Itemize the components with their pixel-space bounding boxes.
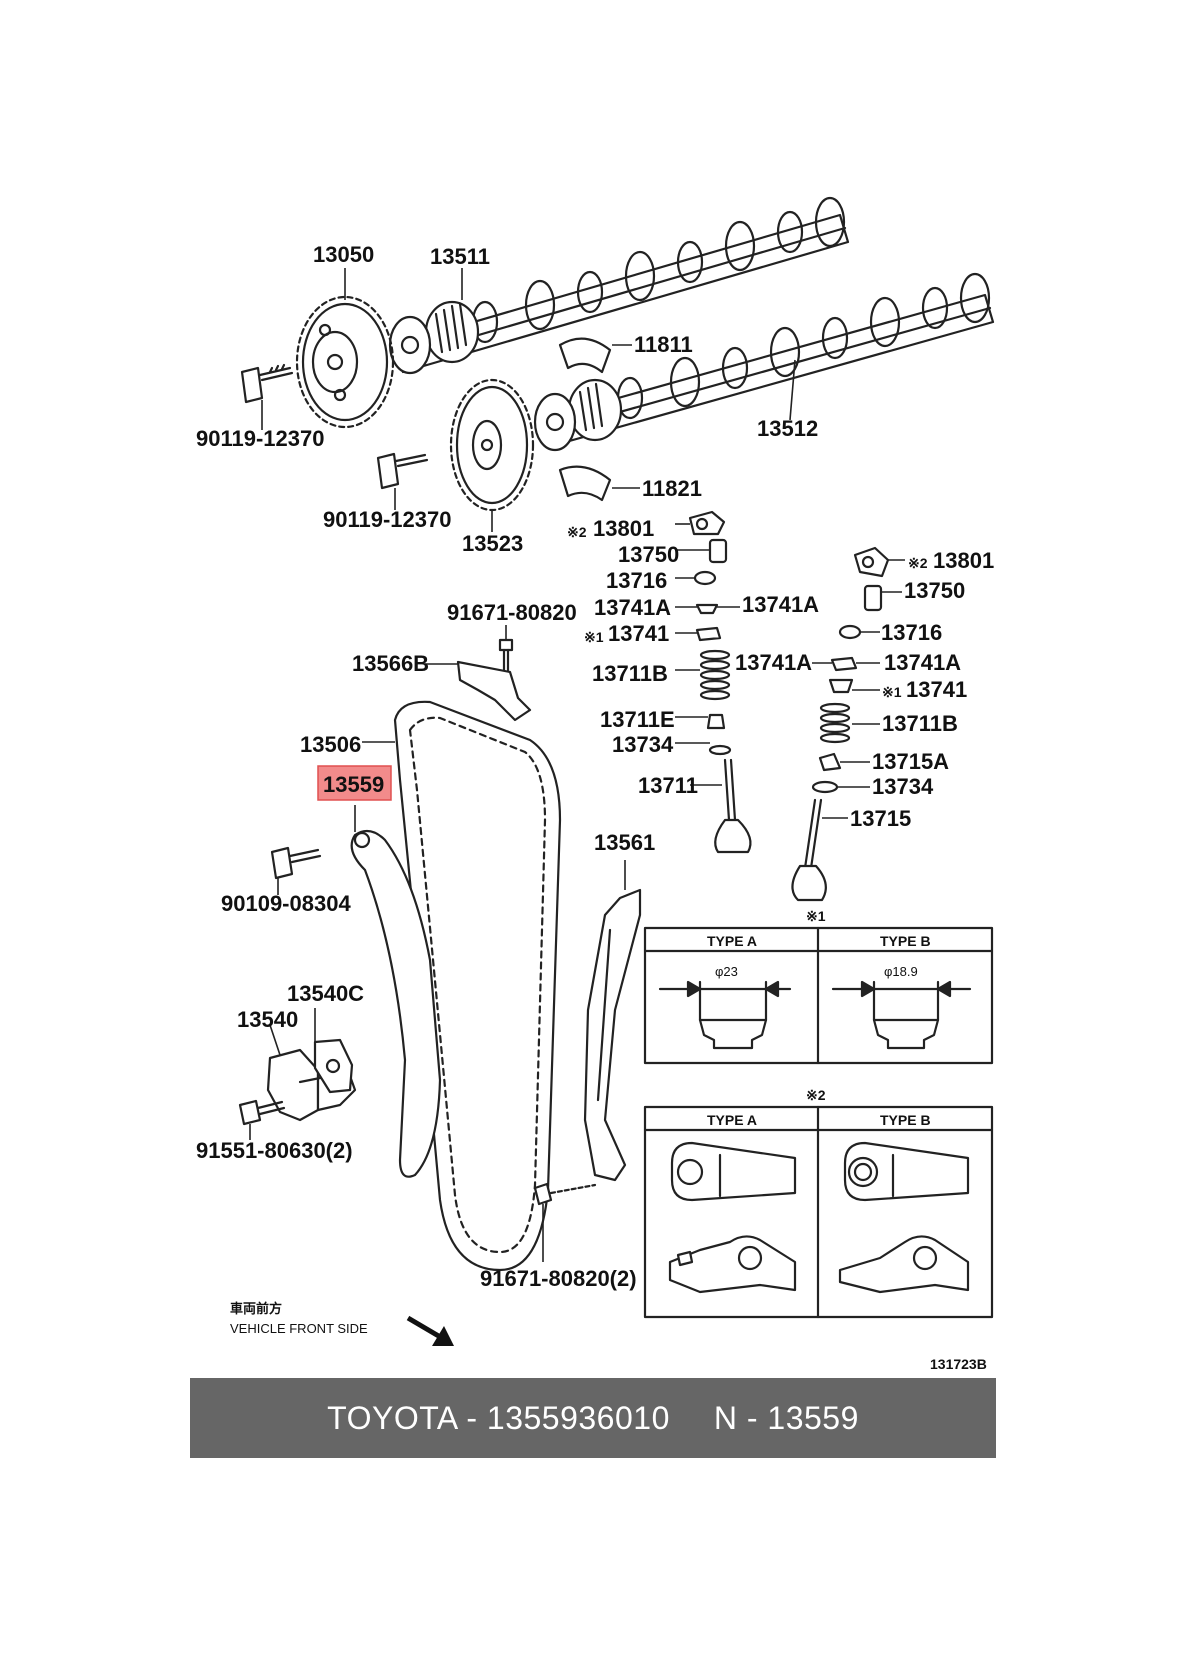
valve-stack-left: [688, 510, 752, 854]
vehicle-front-jp: 車両前方: [230, 1301, 282, 1316]
label-13741A-c: 13741A: [735, 650, 812, 675]
guide-13566B: [456, 660, 532, 722]
table-type-2: ※2 TYPE A TYPE B: [643, 1087, 994, 1319]
label-13741A-a: 13741A: [594, 595, 671, 620]
label-13716-b: 13716: [881, 620, 942, 645]
table1-dimB: φ18.9: [884, 964, 918, 979]
table1-title: ※1: [806, 908, 826, 924]
label-13715A: 13715A: [872, 749, 949, 774]
label-11821: 11821: [642, 476, 702, 501]
mark-2-b: ※2: [908, 555, 928, 571]
label-13734-b: 13734: [872, 774, 934, 799]
label-13540: 13540: [237, 1007, 298, 1032]
bolt-91671-bottom: [533, 1182, 597, 1206]
footer-brand-part: TOYOTA - 1355936010: [327, 1399, 670, 1436]
bearing-11821: [558, 465, 612, 502]
label-91671-a: 91671-80820: [447, 600, 577, 625]
label-90109: 90109-08304: [221, 891, 351, 916]
label-11811: 11811: [634, 332, 693, 357]
label-90119-b: 90119-12370: [323, 507, 451, 532]
sprocket-13523: [449, 378, 535, 512]
label-13741A-b: 13741A: [742, 592, 819, 617]
label-13512: 13512: [757, 416, 818, 441]
figure-id: 131723B: [930, 1356, 987, 1372]
bolt-91671-top: [498, 638, 514, 672]
part-labels: 13050 13511 11811 13512 90119-12370 9011…: [196, 242, 994, 1291]
mark-1-b: ※1: [882, 684, 902, 700]
camshaft-13511: [388, 196, 850, 375]
label-13566B: 13566B: [352, 651, 429, 676]
bolt-90109: [270, 846, 322, 880]
part-number-banner: TOYOTA - 1355936010 N - 13559: [190, 1378, 996, 1458]
footer-ref: N - 13559: [713, 1399, 859, 1436]
table2-typeB: TYPE B: [880, 1112, 931, 1128]
bolt-90119-b: [376, 452, 429, 490]
bolt-90119-a: [240, 363, 294, 404]
label-13561: 13561: [594, 830, 655, 855]
label-13801-a: 13801: [593, 516, 654, 541]
label-90119-a: 90119-12370: [196, 426, 324, 451]
label-13711: 13711: [638, 773, 698, 798]
gasket-13540C: [313, 1038, 354, 1094]
table2-title: ※2: [806, 1087, 826, 1103]
label-13506: 13506: [300, 732, 361, 757]
vehicle-front-indicator: 車両前方 VEHICLE FRONT SIDE: [230, 1301, 454, 1346]
label-13734-a: 13734: [612, 732, 674, 757]
mark-1-a: ※1: [584, 629, 604, 645]
guide-13561: [583, 888, 642, 1182]
mark-2-a: ※2: [567, 524, 587, 540]
bearing-11811: [558, 337, 612, 374]
label-13711B-a: 13711B: [592, 661, 668, 686]
label-13511: 13511: [430, 244, 490, 269]
highlight-box-13559: [317, 765, 392, 801]
label-13523: 13523: [462, 531, 523, 556]
label-13750-a: 13750: [618, 542, 679, 567]
label-13540C: 13540C: [287, 981, 364, 1006]
slipper-13559: [350, 829, 442, 1178]
table1-typeB: TYPE B: [880, 933, 931, 949]
label-13716-a: 13716: [606, 568, 667, 593]
leader-lines: [249, 268, 905, 1262]
label-13801-b: 13801: [933, 548, 994, 573]
label-13711E: 13711E: [600, 707, 675, 732]
table1-typeA: TYPE A: [707, 933, 757, 949]
vehicle-front-en: VEHICLE FRONT SIDE: [230, 1321, 368, 1336]
table-type-1: ※1 TYPE A TYPE B φ23 φ18.9: [643, 908, 994, 1065]
label-13559: 13559: [323, 772, 384, 797]
camshaft-13512: [533, 272, 995, 452]
table2-typeA: TYPE A: [707, 1112, 757, 1128]
label-13741-a: 13741: [608, 621, 669, 646]
label-91551: 91551-80630(2): [196, 1138, 353, 1163]
label-13050: 13050: [313, 242, 374, 267]
label-13715: 13715: [850, 806, 911, 831]
sprocket-13050: [295, 295, 395, 429]
label-13741-b: 13741: [906, 677, 967, 702]
label-91671-b: 91671-80820(2): [480, 1266, 637, 1291]
valve-stack-right: [791, 546, 890, 902]
table1-dimA: φ23: [715, 964, 738, 979]
label-13711B-b: 13711B: [882, 711, 958, 736]
label-13741A-d: 13741A: [884, 650, 961, 675]
label-13750-b: 13750: [904, 578, 965, 603]
bolt-91551: [238, 1099, 286, 1126]
direction-arrow-icon: [406, 1315, 454, 1346]
